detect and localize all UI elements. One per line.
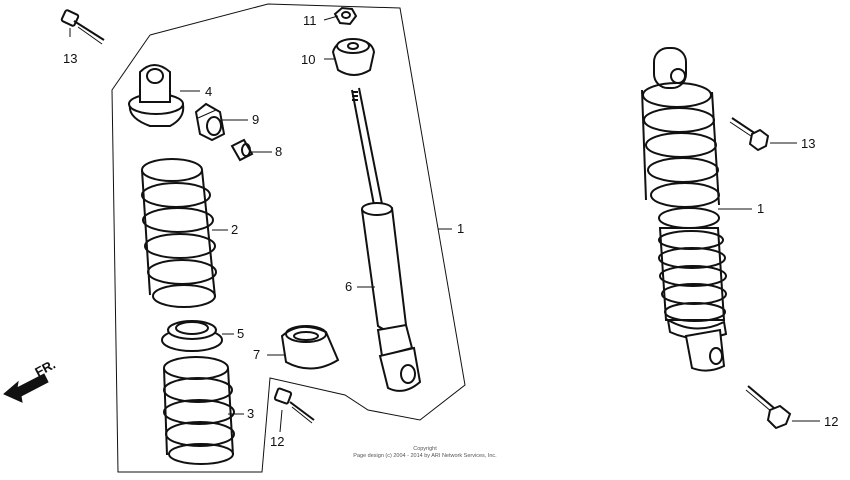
callout-6: 6: [345, 279, 352, 294]
collar-8[interactable]: [230, 138, 254, 162]
callout-10: 10: [301, 52, 315, 67]
nut-11[interactable]: [333, 6, 358, 26]
exploded-view-outline: [111, 3, 466, 473]
callout-13-left: 13: [63, 51, 77, 66]
callout-1-center: 1: [457, 221, 464, 236]
front-direction-arrow-icon: FR.: [3, 357, 58, 403]
shock-assembly-right[interactable]: [641, 47, 728, 372]
callout-4: 4: [205, 84, 212, 99]
callout-2: 2: [231, 222, 238, 237]
callout-1-right: 1: [757, 201, 764, 216]
callout-5: 5: [237, 326, 244, 341]
callout-7: 7: [253, 347, 260, 362]
bolt-13-top-left[interactable]: [60, 9, 105, 45]
lower-spring-3[interactable]: [163, 356, 235, 465]
spring-seat-5[interactable]: [161, 320, 223, 352]
bolt-12-right[interactable]: [745, 385, 792, 430]
callout-3: 3: [247, 406, 254, 421]
spring-seat-7[interactable]: [280, 325, 340, 370]
upper-mount-4[interactable]: [128, 64, 185, 127]
bolt-13-right[interactable]: [729, 117, 770, 152]
callout-12-center: 12: [270, 434, 284, 449]
leader-lines: [69, 15, 820, 433]
rubber-bushing-10[interactable]: [331, 38, 376, 76]
bushing-9[interactable]: [194, 102, 226, 142]
copyright-line-2: Page design (c) 2004 - 2014 by ARI Netwo…: [353, 453, 497, 459]
callout-11: 11: [303, 13, 317, 28]
callout-8: 8: [275, 144, 282, 159]
direction-label: FR.: [32, 357, 58, 380]
upper-spring-2[interactable]: [141, 158, 217, 308]
callout-9: 9: [252, 112, 259, 127]
callout-13-right: 13: [801, 136, 815, 151]
copyright-line-1: Copyright: [413, 446, 437, 452]
callout-12-right: 12: [824, 414, 838, 429]
bolt-12-center[interactable]: [273, 387, 315, 424]
damper-6[interactable]: [351, 87, 422, 392]
